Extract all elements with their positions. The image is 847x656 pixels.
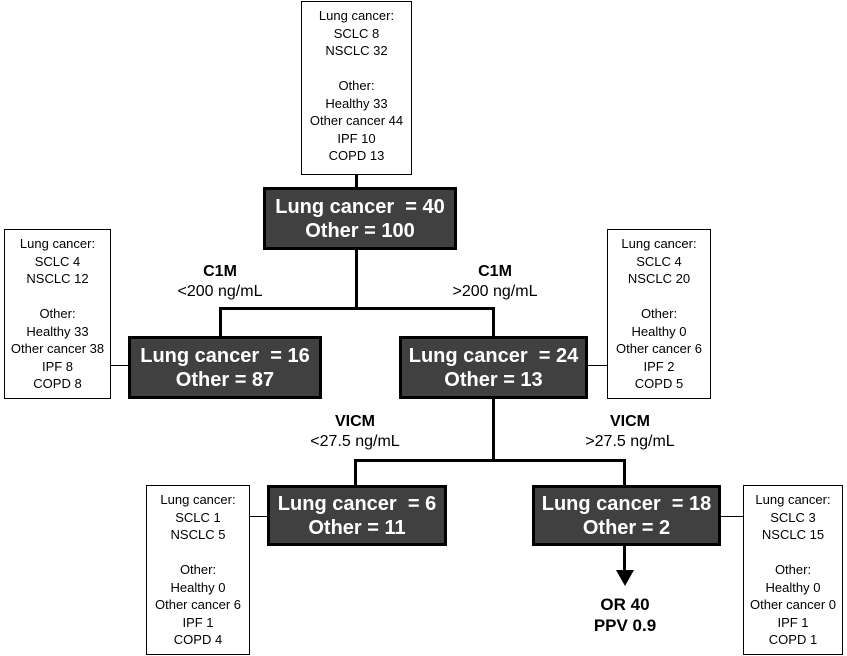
split-c1m-low-label: C1M <200 ng/mL bbox=[160, 262, 280, 302]
other-heading: Other: bbox=[179, 562, 217, 577]
split-threshold: <27.5 ng/mL bbox=[310, 433, 400, 450]
subtype-line: SCLC 3 bbox=[770, 509, 816, 525]
connector-c1m-high-detail bbox=[586, 365, 608, 366]
subtype-line: IPF 1 bbox=[182, 614, 214, 630]
connector-split1-horizontal bbox=[219, 307, 495, 310]
subtype-line: IPF 10 bbox=[337, 130, 376, 146]
positive-predictive-value: PPV 0.9 bbox=[593, 616, 657, 635]
node-lung-count: Lung cancer = 18 bbox=[541, 492, 712, 515]
node-other-count: Other = 2 bbox=[582, 516, 671, 539]
connector-split2-horizontal bbox=[354, 459, 626, 462]
odds-ratio: OR 40 bbox=[600, 595, 650, 614]
arrow-head-icon bbox=[616, 570, 634, 586]
subtype-line: Other cancer 0 bbox=[750, 597, 836, 612]
vicm-low-detail-box: Lung cancer: SCLC 1 NSCLC 5 Other: Healt… bbox=[146, 485, 250, 655]
subtype-line: NSCLC 5 bbox=[170, 527, 226, 542]
lung-cancer-heading: Lung cancer: bbox=[318, 8, 395, 23]
subtype-line: COPD 4 bbox=[173, 632, 223, 647]
split-variable: VICM bbox=[335, 413, 375, 430]
node-other-count: Other = 100 bbox=[305, 219, 415, 242]
connector-split2-left-drop bbox=[354, 459, 357, 486]
subtype-line: NSCLC 12 bbox=[26, 271, 89, 286]
other-heading: Other: bbox=[774, 562, 812, 577]
node-other-count: Other = 87 bbox=[175, 368, 275, 391]
subtype-line: SCLC 4 bbox=[34, 253, 81, 269]
subtype-line: SCLC 4 bbox=[636, 253, 682, 269]
lung-cancer-heading: Lung cancer: bbox=[755, 492, 831, 507]
split-threshold: >200 ng/mL bbox=[452, 283, 538, 300]
root-node: Lung cancer = 40 Other = 100 bbox=[263, 187, 457, 250]
other-heading: Other: bbox=[39, 306, 76, 321]
subtype-line: Other cancer 6 bbox=[616, 341, 702, 356]
subtype-line: Healthy 0 bbox=[170, 579, 226, 595]
split-threshold: >27.5 ng/mL bbox=[585, 433, 675, 450]
root-detail-box: Lung cancer: SCLC 8 NSCLC 32 Other: Heal… bbox=[301, 1, 412, 175]
split-variable: C1M bbox=[203, 263, 237, 280]
connector-c1m-high-down bbox=[492, 398, 495, 461]
node-lung-count: Lung cancer = 6 bbox=[277, 492, 437, 515]
split-vicm-low-label: VICM <27.5 ng/mL bbox=[295, 412, 415, 452]
subtype-line: Healthy 33 bbox=[26, 323, 89, 339]
split-variable: C1M bbox=[478, 263, 512, 280]
subtype-line: NSCLC 20 bbox=[627, 271, 691, 286]
connector-root-down bbox=[355, 250, 358, 309]
connector-c1m-low-detail bbox=[110, 365, 130, 366]
c1m-low-detail-box: Lung cancer: SCLC 4 NSCLC 12 Other: Heal… bbox=[4, 229, 111, 399]
split-vicm-high-label: VICM >27.5 ng/mL bbox=[570, 412, 690, 452]
vicm-high-node: Lung cancer = 18 Other = 2 bbox=[532, 485, 721, 546]
subtype-line: SCLC 8 bbox=[333, 25, 380, 41]
subtype-line: SCLC 1 bbox=[175, 509, 221, 525]
node-other-count: Other = 11 bbox=[308, 516, 406, 539]
subtype-line: Other cancer 44 bbox=[309, 113, 404, 128]
subtype-line: Healthy 33 bbox=[325, 95, 388, 111]
subtype-line: IPF 8 bbox=[41, 358, 74, 374]
result-label: OR 40 PPV 0.9 bbox=[565, 594, 685, 636]
node-lung-count: Lung cancer = 16 bbox=[140, 344, 310, 367]
node-lung-count: Lung cancer = 24 bbox=[408, 344, 579, 367]
c1m-high-node: Lung cancer = 24 Other = 13 bbox=[399, 336, 588, 399]
subtype-line: COPD 5 bbox=[634, 376, 684, 391]
subtype-line: Other cancer 6 bbox=[155, 597, 241, 612]
connector-split2-right-drop bbox=[623, 459, 626, 486]
subtype-line: NSCLC 15 bbox=[761, 527, 825, 542]
subtype-line: NSCLC 32 bbox=[325, 43, 388, 58]
subtype-line: IPF 2 bbox=[643, 358, 675, 374]
connector-split1-left-drop bbox=[219, 307, 222, 337]
split-variable: VICM bbox=[610, 413, 650, 430]
subtype-line: Other cancer 38 bbox=[10, 341, 105, 356]
subtype-line: COPD 8 bbox=[33, 376, 82, 391]
connector-vicm-high-detail bbox=[719, 516, 744, 517]
arrow-shaft bbox=[623, 545, 626, 572]
node-lung-count: Lung cancer = 40 bbox=[275, 195, 445, 218]
lung-cancer-heading: Lung cancer: bbox=[621, 236, 697, 251]
connector-root-detail bbox=[355, 175, 358, 188]
subtype-line: COPD 13 bbox=[328, 148, 385, 163]
vicm-low-node: Lung cancer = 6 Other = 11 bbox=[267, 485, 447, 546]
connector-vicm-low-detail bbox=[249, 516, 269, 517]
other-heading: Other: bbox=[640, 306, 678, 321]
vicm-high-detail-box: Lung cancer: SCLC 3 NSCLC 15 Other: Heal… bbox=[743, 485, 843, 655]
split-threshold: <200 ng/mL bbox=[177, 283, 263, 300]
subtype-line: Healthy 0 bbox=[631, 323, 687, 339]
c1m-low-node: Lung cancer = 16 Other = 87 bbox=[128, 336, 322, 399]
split-c1m-high-label: C1M >200 ng/mL bbox=[435, 262, 555, 302]
subtype-line: COPD 1 bbox=[768, 632, 818, 647]
lung-cancer-heading: Lung cancer: bbox=[160, 492, 236, 507]
connector-split1-right-drop bbox=[492, 307, 495, 337]
subtype-line: Healthy 0 bbox=[765, 579, 821, 595]
c1m-high-detail-box: Lung cancer: SCLC 4 NSCLC 20 Other: Heal… bbox=[607, 229, 711, 399]
other-heading: Other: bbox=[338, 78, 375, 93]
node-other-count: Other = 13 bbox=[444, 368, 543, 391]
lung-cancer-heading: Lung cancer: bbox=[19, 236, 96, 251]
subtype-line: IPF 1 bbox=[777, 614, 809, 630]
